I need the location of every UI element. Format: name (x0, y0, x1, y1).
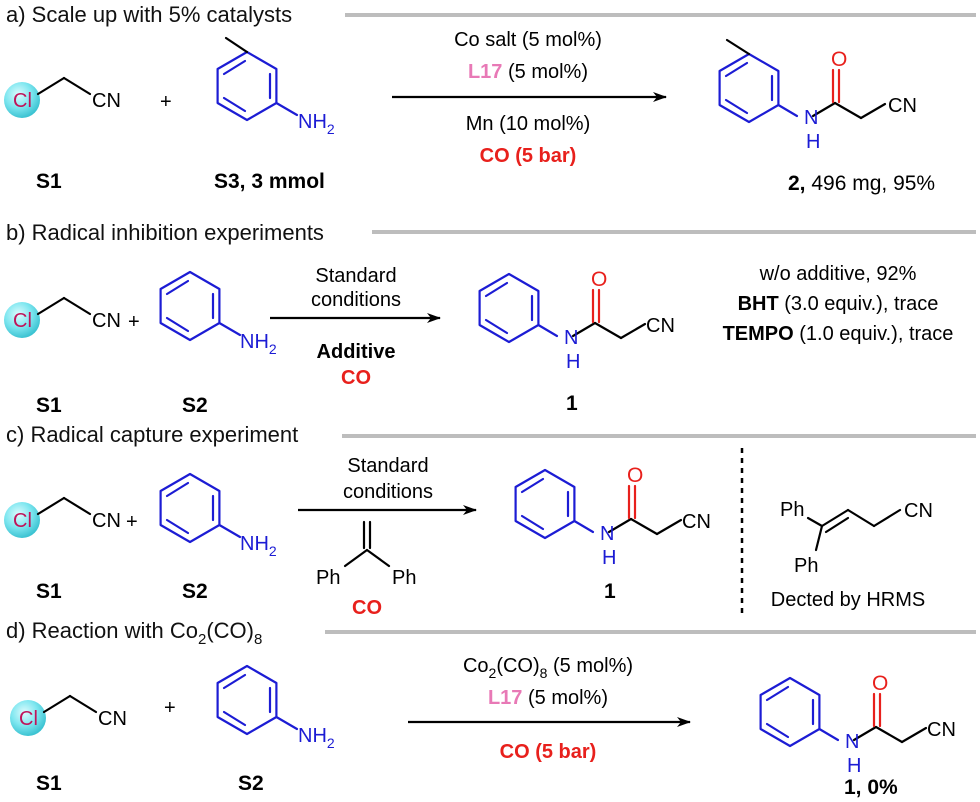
amide-n: N (804, 107, 818, 129)
hrms-caption: Dected by HRMS (771, 589, 926, 611)
cl-atom: Cl (13, 90, 32, 112)
amide-n: N (845, 731, 859, 753)
ph-left: Ph (316, 567, 340, 589)
cn-group: CN (888, 95, 917, 117)
cl-atom: Cl (13, 510, 32, 532)
plus-sign: + (160, 91, 172, 113)
s1-label: S1 (36, 580, 62, 603)
amide-h: H (602, 547, 616, 569)
cond-co: CO (352, 597, 382, 619)
cond-conditions: conditions (311, 289, 401, 311)
s1-label: S1 (36, 170, 62, 193)
cond-co2co8: Co2(CO)8 (5 mol%) (463, 655, 633, 681)
cond-co: CO (5 bar) (500, 741, 597, 763)
nh2-group: NH2 (240, 533, 277, 559)
ph-bottom: Ph (794, 555, 818, 577)
ph-right: Ph (392, 567, 416, 589)
cond-co: CO (5 bar) (480, 145, 577, 167)
s2-label: S2 (182, 394, 208, 417)
carbonyl-o: O (627, 464, 643, 487)
cn-group: CN (98, 708, 127, 730)
panel-d: d) Reaction with Co2(CO)8 Cl CN S1 + NH2… (6, 618, 976, 799)
reactant-s1: Cl CN (8, 694, 127, 738)
product-1: N H O CN (514, 464, 711, 569)
plus-sign: + (128, 311, 140, 333)
cl-atom: Cl (19, 708, 38, 730)
product-2: N H O CN (718, 38, 917, 153)
diphenylethylene: Ph Ph (316, 520, 416, 589)
cond-ligand: L17 (5 mol%) (468, 61, 588, 83)
cn-group: CN (92, 90, 121, 112)
product-1-label: 1 (604, 580, 616, 603)
reactant-s1: Cl CN (2, 76, 121, 120)
panel-b: b) Radical inhibition experiments Cl CN … (2, 220, 976, 417)
product-1: N H O CN (478, 268, 675, 373)
s2-label: S2 (182, 580, 208, 603)
panel-a: a) Scale up with 5% catalysts Cl CN S1 +… (2, 2, 976, 195)
cond-mn: Mn (10 mol%) (466, 113, 590, 135)
reactant-s3: NH2 (216, 36, 335, 137)
cond-conditions: conditions (343, 481, 433, 503)
cn-group: CN (646, 315, 675, 337)
reactant-s2: NH2 (159, 472, 277, 559)
panel-c: c) Radical capture experiment Cl CN S1 +… (2, 422, 976, 619)
cond-co: CO (341, 367, 371, 389)
cn-group: CN (904, 500, 933, 522)
nh2-group: NH2 (298, 725, 335, 751)
captured-radical-adduct: Ph Ph CN (780, 499, 933, 577)
amide-h: H (806, 131, 820, 153)
nh2-group: NH2 (240, 331, 277, 357)
result-bht: BHT (3.0 equiv.), trace (738, 293, 939, 315)
s2-label: S2 (238, 772, 264, 795)
product-1-label: 1 (566, 392, 578, 415)
cl-atom: Cl (13, 310, 32, 332)
reactant-s1: Cl CN (2, 296, 121, 340)
reactant-s2: NH2 (216, 664, 335, 751)
plus-sign: + (164, 697, 176, 719)
carbonyl-o: O (872, 672, 888, 695)
panel-a-title: a) Scale up with 5% catalysts (6, 2, 292, 27)
cond-additive: Additive (317, 341, 396, 363)
cn-group: CN (682, 511, 711, 533)
carbonyl-o: O (831, 48, 847, 71)
cond-ligand: L17 (5 mol%) (488, 687, 608, 709)
amide-n: N (600, 523, 614, 545)
product-1-label: 1, 0% (844, 776, 898, 799)
cn-group: CN (92, 510, 121, 532)
cond-co-salt: Co salt (5 mol%) (454, 29, 602, 51)
panel-c-title: c) Radical capture experiment (6, 422, 298, 447)
product-2-label: 2, 496 mg, 95% (788, 172, 935, 195)
amide-h: H (566, 351, 580, 373)
s3-label: S3, 3 mmol (214, 170, 325, 193)
s1-label: S1 (36, 394, 62, 417)
cn-group: CN (927, 719, 956, 741)
reactant-s1: Cl CN (2, 496, 121, 540)
s1-label: S1 (36, 772, 62, 795)
cond-standard: Standard (347, 455, 428, 477)
reactant-s2: NH2 (159, 270, 277, 357)
carbonyl-o: O (591, 268, 607, 291)
product-1: N H O CN (759, 672, 956, 777)
plus-sign: + (126, 511, 138, 533)
nh2-group: NH2 (298, 111, 335, 137)
cond-standard: Standard (315, 265, 396, 287)
amide-n: N (564, 327, 578, 349)
panel-b-title: b) Radical inhibition experiments (6, 220, 324, 245)
amide-h: H (847, 755, 861, 777)
result-no-additive: w/o additive, 92% (759, 263, 917, 285)
cn-group: CN (92, 310, 121, 332)
result-tempo: TEMPO (1.0 equiv.), trace (723, 323, 954, 345)
panel-d-title: d) Reaction with Co2(CO)8 (6, 618, 262, 648)
ph-top: Ph (780, 499, 804, 521)
